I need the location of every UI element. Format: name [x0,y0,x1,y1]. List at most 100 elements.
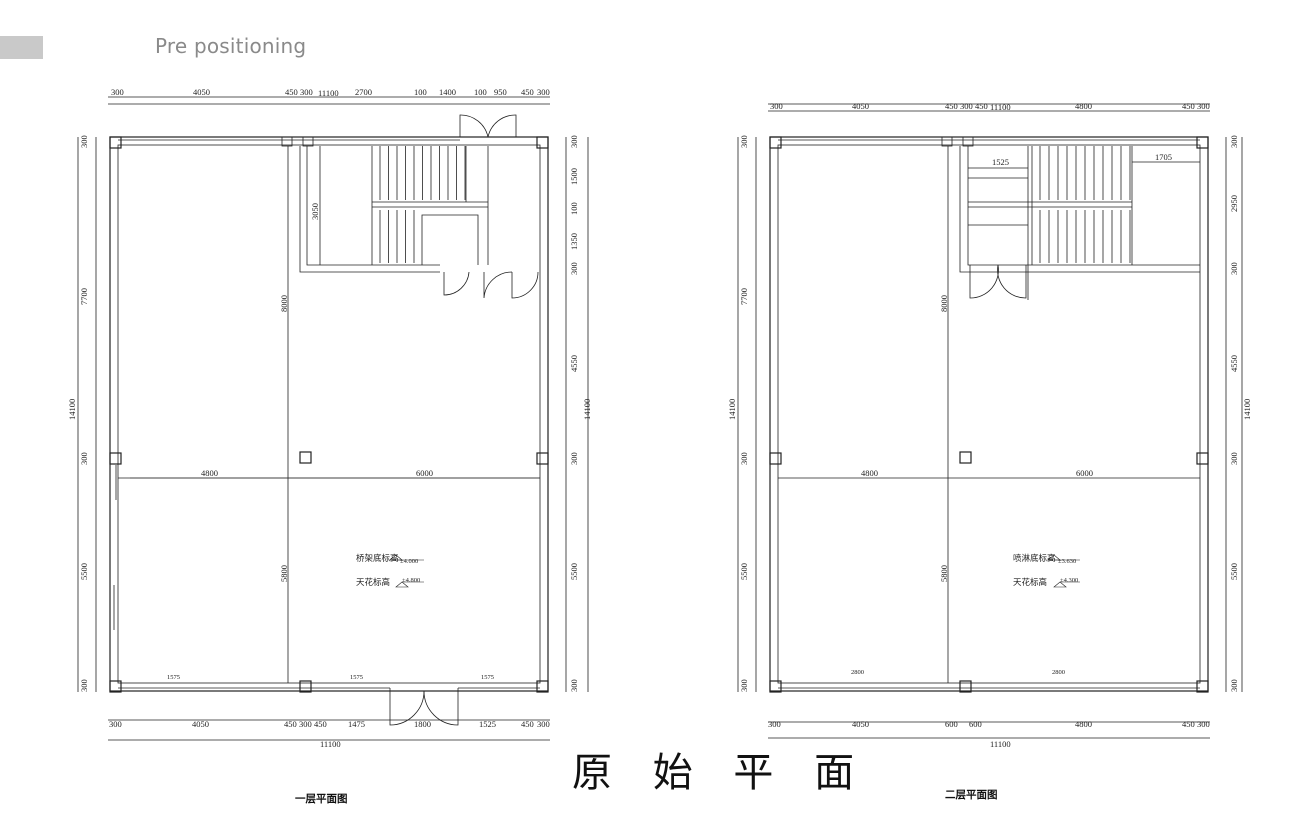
dim-label: 450 [521,87,534,97]
dim-label: 300 [109,719,122,729]
dim-label: 4800 [201,468,218,478]
plan-2-top-dimensions: 300 4050 450 300 450 11100 4800 450 300 [770,101,1210,112]
dim-label: 4050 [192,719,209,729]
dim-label: 5500 [569,563,579,580]
dim-label: 8000 [279,295,289,312]
dim-label: 300 [111,87,124,97]
dim-label: 4050 [852,719,869,729]
header-title: Pre positioning [155,34,307,58]
dim-label: 1400 [439,87,456,97]
plan-2-caption: 二层平面图 [945,789,998,801]
dim-label: 6000 [1076,468,1093,478]
dim-total: 14100 [1242,399,1252,420]
level-label: 天花标高 [356,577,390,588]
dim-label: 1525 [992,157,1009,167]
dim-label: 300 [79,452,89,465]
dim-label: 4550 [569,355,579,372]
dim-label: 100 [569,202,579,215]
dim-label: 300 [569,135,579,148]
plan-2-interior-labels: 4800 6000 8000 5800 1525 1705 喷淋底标高 ±3.6… [851,152,1172,676]
dim-label: 300 [79,679,89,692]
dim-label: 450 [945,101,958,111]
dim-label: 450 [284,719,297,729]
dim-label: 300 [739,452,749,465]
dim-label: 2950 [1229,195,1239,212]
dim-label: 300 [537,87,550,97]
dim-label: 11100 [318,88,339,98]
plan-2-stair-treads [1039,146,1131,263]
dim-label: 100 [474,87,487,97]
dim-label: 450 [521,719,534,729]
plan-1-dimension-lines [77,96,589,741]
dim-label: 100 [414,87,427,97]
level-label: 天花标高 [1013,577,1047,588]
dim-label: 300 [739,135,749,148]
main-title: 原 始 平 面 [572,750,868,796]
dim-label: 4050 [852,101,869,111]
plan-1-level-symbols [389,554,424,588]
dim-label: 600 [945,719,958,729]
window-tag: 1575 [481,674,494,681]
level-value: ±4.300 [1060,577,1078,584]
plan-1-walls [109,114,549,726]
dim-label: 2700 [355,87,372,97]
dim-label: 300 [768,719,781,729]
dim-label: 5800 [279,565,289,582]
dim-total: 14100 [67,399,77,420]
plan-2-walls [769,136,1209,693]
dim-label: 6000 [416,468,433,478]
dim-label: 1705 [1155,152,1172,162]
dim-label: 300 [299,719,312,729]
dim-label: 300 [300,87,313,97]
level-value: ±3.630 [1058,558,1076,565]
dim-label: 450 [1182,719,1195,729]
dim-label: 5800 [939,565,949,582]
dim-label: 1500 [569,168,579,185]
dim-label: 450 [314,719,327,729]
dim-label: 450 [1182,101,1195,111]
window-tag: 1575 [350,674,363,681]
dim-label: 300 [79,135,89,148]
level-label: 喷淋底标高 [1013,553,1056,564]
dim-label: 450 [285,87,298,97]
dim-label: 300 [739,679,749,692]
dim-label: 1475 [348,719,365,729]
dim-label: 8000 [939,295,949,312]
dim-total: 11100 [990,739,1011,749]
dim-label: 300 [1229,679,1239,692]
window-tag: 1575 [167,674,180,681]
plan-2-level-symbols [1047,554,1080,588]
dim-label: 600 [969,719,982,729]
level-value: ±4.800 [402,577,420,584]
window-tag: 2800 [851,669,864,676]
plan-1-caption: 一层平面图 [295,793,348,805]
plan-2-side-dimensions: 14100 300 7700 300 5500 300 300 2950 300… [727,135,1252,692]
dim-label: 11100 [990,102,1011,112]
dim-label: 7700 [79,288,89,305]
dim-label: 300 [1229,135,1239,148]
dim-total: 11100 [320,739,341,749]
plan-2-dimension-lines [737,103,1243,739]
dim-label: 300 [569,452,579,465]
dim-label: 4800 [1075,101,1092,111]
window-tag: 2800 [1052,669,1065,676]
dim-total: 14100 [727,399,737,420]
dim-label: 4800 [1075,719,1092,729]
dim-label: 4050 [193,87,210,97]
dim-label: 300 [960,101,973,111]
dim-label: 300 [537,719,550,729]
dim-label: 5500 [79,563,89,580]
dim-label: 300 [1229,452,1239,465]
dim-label: 1525 [479,719,496,729]
dim-label: 4550 [1229,355,1239,372]
dim-label: 300 [1197,101,1210,111]
dim-label: 5500 [1229,563,1239,580]
dim-label: 300 [569,262,579,275]
dim-label: 5500 [739,563,749,580]
plan-1-interior-labels: 4800 6000 8000 5800 3050 桥架底标高 ±4.000 天花… [167,203,494,681]
dim-label: 4800 [861,468,878,478]
dim-label: 7700 [739,288,749,305]
dim-label: 300 [1197,719,1210,729]
plan-2-bottom-dimensions: 300 4050 600 600 4800 450 300 11100 [768,719,1210,749]
